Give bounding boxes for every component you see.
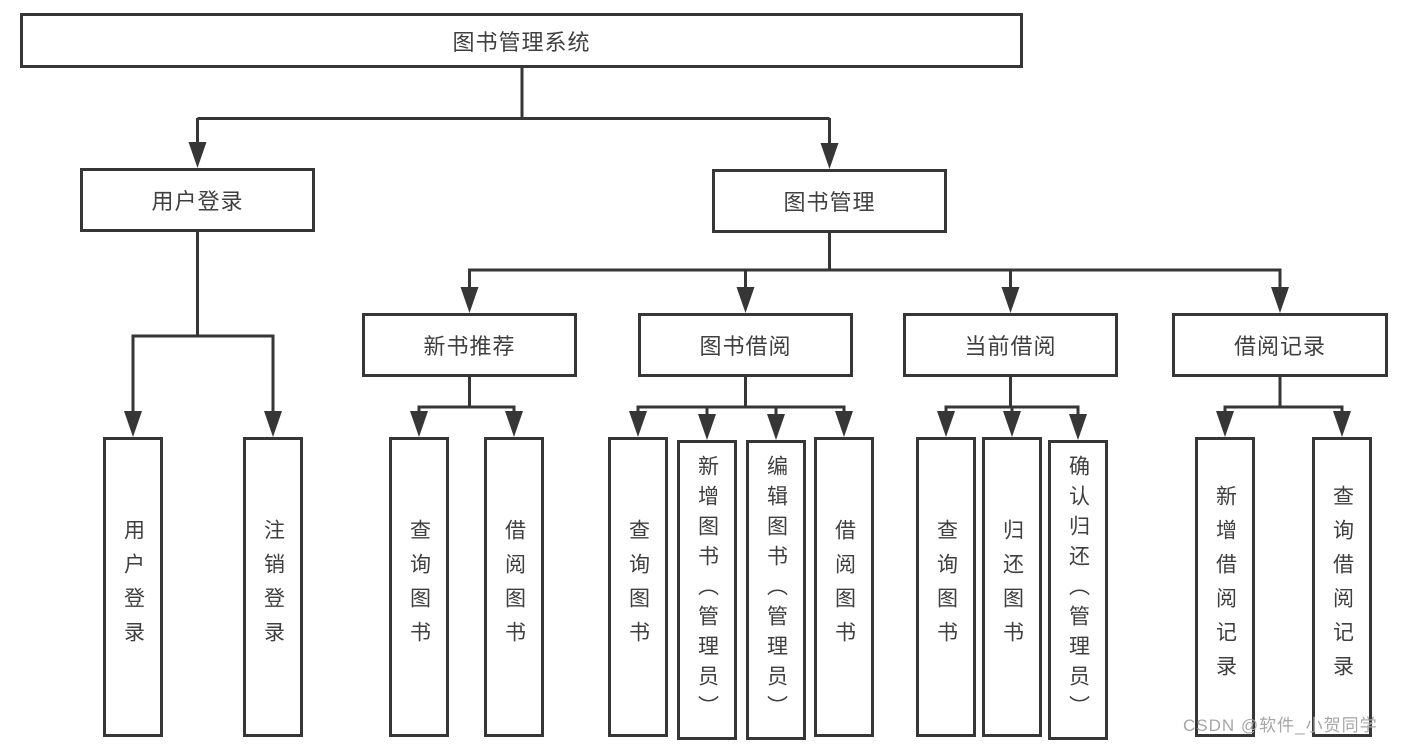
- leaf-return-book: 归还图书: [982, 437, 1042, 737]
- node-new-book-recommend: 新书推荐: [362, 313, 577, 377]
- node-borrow-record: 借阅记录: [1172, 313, 1388, 377]
- arrowhead: [188, 142, 207, 168]
- arrowhead: [736, 287, 755, 313]
- leaf-label: 新增图书（管理员）: [695, 455, 719, 725]
- arrowhead: [1069, 414, 1087, 440]
- node-user-login: 用户登录: [80, 168, 315, 232]
- leaf-query-borrow-record: 查询借阅记录: [1312, 437, 1372, 737]
- leaf-borrow-book-1: 借阅图书: [484, 437, 544, 737]
- leaf-edit-book-admin: 编辑图书（管理员）: [746, 440, 806, 740]
- arrowhead: [820, 143, 839, 169]
- leaf-label: 确认归还（管理员）: [1066, 455, 1090, 725]
- leaf-label: 注销登录: [261, 519, 285, 655]
- arrowhead: [505, 411, 523, 437]
- arrowhead: [124, 411, 142, 437]
- leaf-label: 用户登录: [121, 519, 145, 655]
- arrowhead: [937, 411, 955, 437]
- leaf-add-borrow-record: 新增借阅记录: [1195, 437, 1255, 737]
- leaf-label: 编辑图书（管理员）: [764, 455, 788, 725]
- arrowheads: [124, 142, 1351, 440]
- arrowhead: [264, 411, 282, 437]
- arrowhead: [460, 287, 479, 313]
- node-current-borrow: 当前借阅: [903, 313, 1118, 377]
- node-book-management: 图书管理: [712, 169, 947, 233]
- arrowhead: [1216, 411, 1234, 437]
- leaf-confirm-return-admin: 确认归还（管理员）: [1048, 440, 1108, 740]
- leaf-label: 查询借阅记录: [1330, 485, 1354, 689]
- arrowhead: [835, 411, 853, 437]
- watermark: CSDN @软件_小贺同学: [1183, 716, 1378, 735]
- leaf-label: 新增借阅记录: [1213, 485, 1237, 689]
- leaf-borrow-book-2: 借阅图书: [814, 437, 874, 737]
- leaf-add-book-admin: 新增图书（管理员）: [677, 440, 737, 740]
- arrowhead: [1333, 411, 1351, 437]
- arrowhead: [1003, 411, 1021, 437]
- arrowhead: [767, 414, 785, 440]
- arrowhead: [1271, 287, 1289, 313]
- node-root: 图书管理系统: [20, 13, 1023, 68]
- leaf-logout: 注销登录: [243, 437, 303, 737]
- leaf-label: 归还图书: [1000, 519, 1024, 655]
- leaf-label: 借阅图书: [502, 519, 526, 655]
- leaf-user-login: 用户登录: [103, 437, 163, 737]
- arrowhead: [1001, 287, 1020, 313]
- leaf-query-book-1: 查询图书: [389, 437, 449, 737]
- leaf-label: 借阅图书: [832, 519, 856, 655]
- leaf-label: 查询图书: [934, 519, 958, 655]
- leaf-query-book-3: 查询图书: [916, 437, 976, 737]
- leaf-query-book-2: 查询图书: [608, 437, 668, 737]
- arrowhead: [629, 411, 647, 437]
- node-book-borrow: 图书借阅: [638, 313, 853, 377]
- arrowhead: [698, 414, 716, 440]
- leaf-label: 查询图书: [626, 519, 650, 655]
- leaf-label: 查询图书: [407, 519, 431, 655]
- arrowhead: [410, 411, 428, 437]
